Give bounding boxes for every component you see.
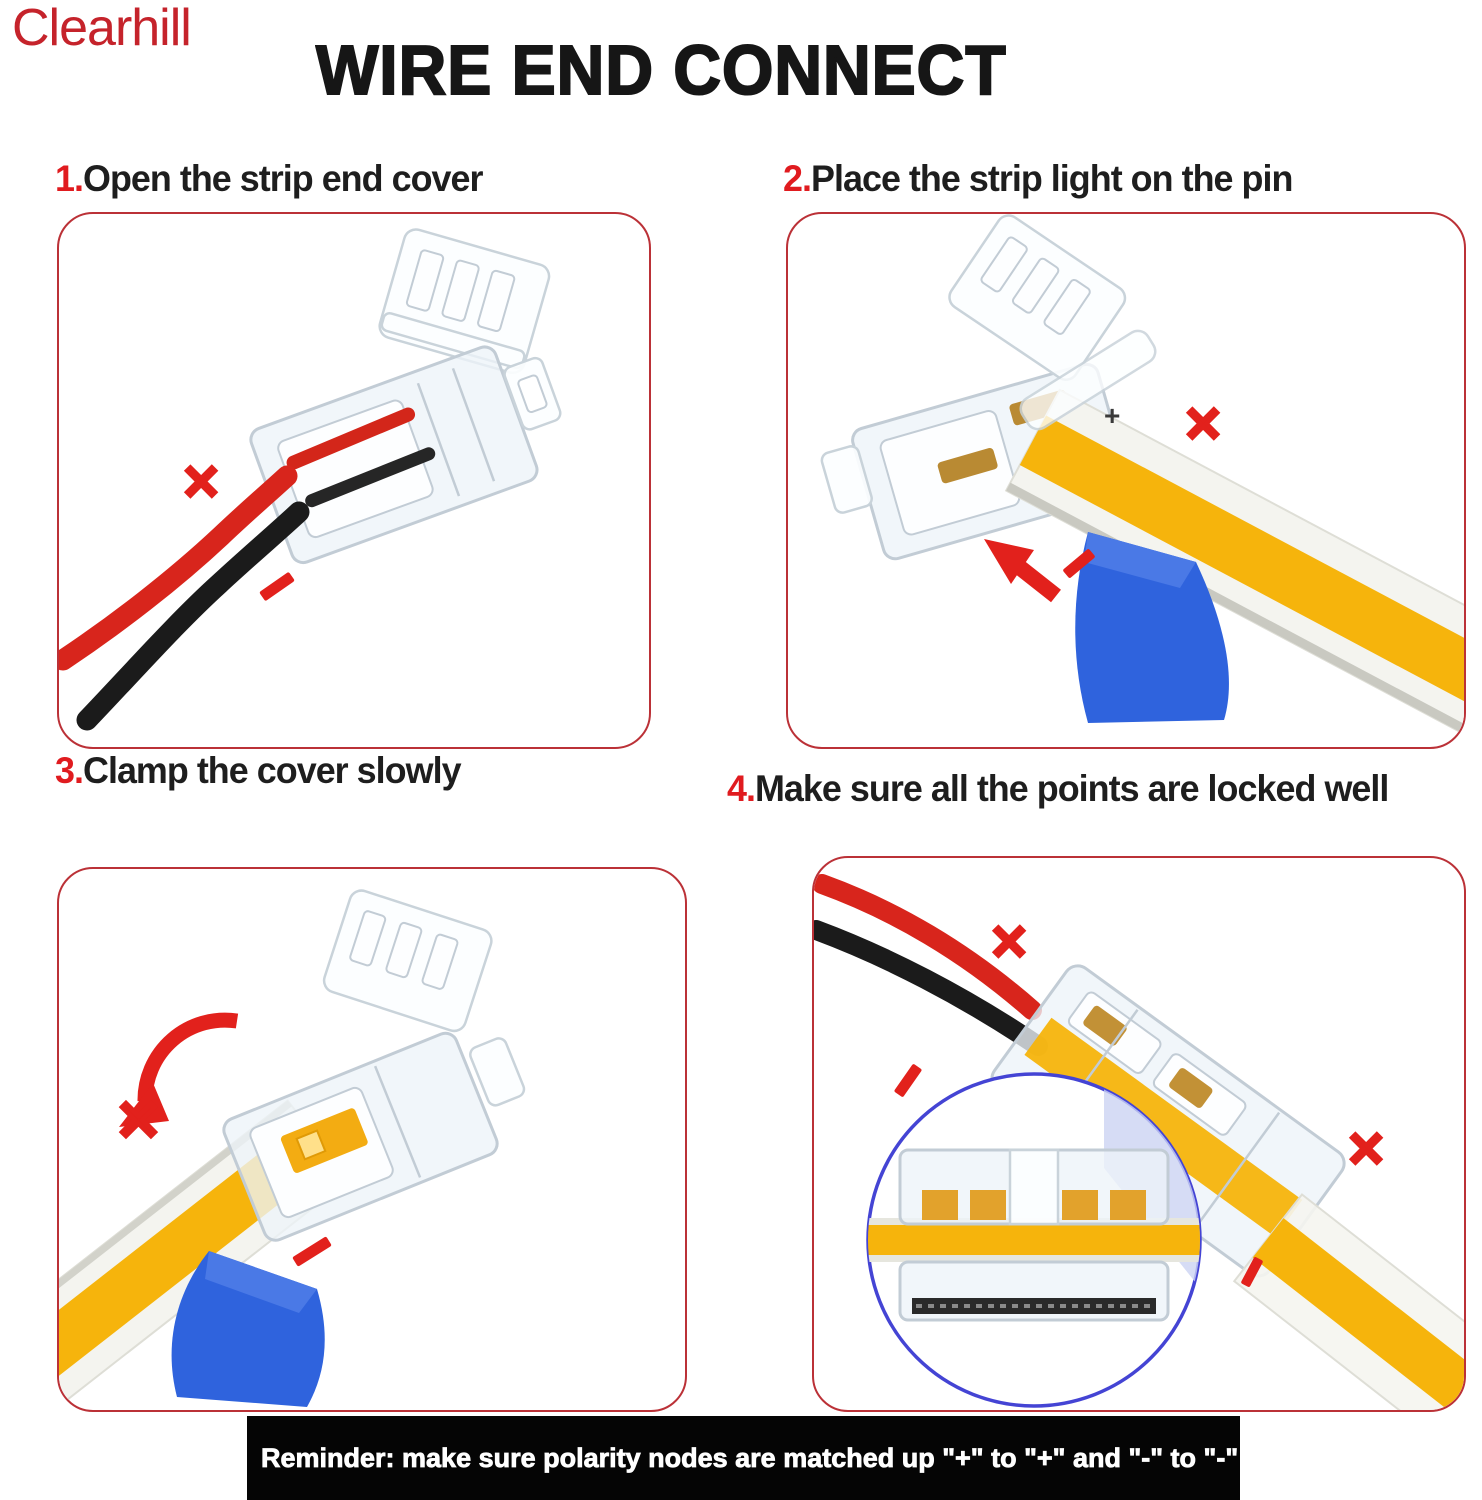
red-wire	[814, 874, 1042, 1020]
cross-icon: ✕	[1344, 1124, 1387, 1177]
adhesive-tape-fold	[1084, 532, 1196, 588]
contact-pad	[1083, 1005, 1127, 1046]
step2-illustration	[820, 214, 1464, 737]
led-chip	[280, 1108, 368, 1173]
page-title: WIRE END CONNECT	[315, 30, 1007, 110]
step4-panel: ✕ ✕	[812, 856, 1466, 1412]
cross-icon: ✕	[179, 457, 222, 510]
step4-illustration	[814, 874, 1464, 1410]
step2-label: Place the strip light on the pin	[810, 158, 1293, 199]
adhesive-tape	[1075, 532, 1229, 723]
open-cover-bar	[1019, 329, 1157, 431]
reminder-text: Reminder: make sure polarity nodes are m…	[261, 1442, 1239, 1473]
step1-illustration	[59, 228, 562, 731]
strip-exit	[1232, 1193, 1464, 1410]
latch-ear	[469, 1037, 526, 1107]
inset-detail	[866, 1072, 1202, 1408]
step3-panel: ✕	[57, 867, 687, 1412]
cob-band	[1019, 415, 1464, 710]
black-wire-inside	[305, 447, 436, 508]
step3-number: 3.	[55, 750, 84, 791]
connector-lid-open	[378, 228, 551, 375]
cross-icon: ✕	[987, 917, 1030, 970]
step2-panel: ✕ +	[786, 212, 1466, 749]
step4-heading: 4.Make sure all the points are locked we…	[727, 768, 1389, 810]
cross-icon: ✕	[114, 1089, 164, 1152]
step4-number: 4.	[727, 768, 756, 809]
strip-inside	[1024, 1017, 1303, 1238]
cross-icon: ✕	[1181, 399, 1224, 452]
red-wire-inside	[286, 407, 416, 470]
black-wire	[76, 501, 310, 731]
step1-heading: 1.Open the strip end cover	[55, 158, 483, 200]
step2-heading: 2.Place the strip light on the pin	[783, 158, 1293, 200]
contact-pad	[1169, 1068, 1213, 1108]
step4-label: Make sure all the points are locked well	[754, 768, 1389, 809]
plus-icon: +	[1104, 400, 1121, 431]
step3-heading: 3.Clamp the cover slowly	[55, 750, 462, 792]
brand-logo: Clearhill	[12, 0, 192, 57]
inset-contact	[1062, 1190, 1098, 1220]
connector-body	[222, 1031, 526, 1242]
step3-label: Clamp the cover slowly	[82, 750, 462, 791]
step3-illustration	[59, 889, 526, 1410]
adhesive-tape-fold	[205, 1251, 317, 1313]
connector-closed	[990, 964, 1346, 1278]
inset-base-bar	[912, 1298, 1156, 1314]
step1-panel: ✕	[57, 212, 651, 749]
connector-lid-open	[948, 214, 1127, 381]
cob-band	[1252, 1218, 1464, 1410]
inset-contact	[970, 1190, 1006, 1220]
connector-lid-open	[322, 889, 493, 1033]
inset-strip-band	[868, 1225, 1200, 1255]
close-rotation-arrow	[119, 1012, 239, 1127]
step2-number: 2.	[783, 158, 812, 199]
contact-pad	[937, 448, 998, 484]
reminder-bar: Reminder: make sure polarity nodes are m…	[247, 1416, 1240, 1500]
inset-contact	[1110, 1190, 1146, 1220]
red-wire	[59, 465, 298, 671]
insert-direction-arrow	[984, 539, 1061, 603]
connector-body	[249, 345, 562, 565]
step1-number: 1.	[55, 158, 84, 199]
step1-label: Open the strip end cover	[82, 158, 483, 199]
black-wire	[814, 920, 1048, 1056]
inset-contact	[922, 1190, 958, 1220]
